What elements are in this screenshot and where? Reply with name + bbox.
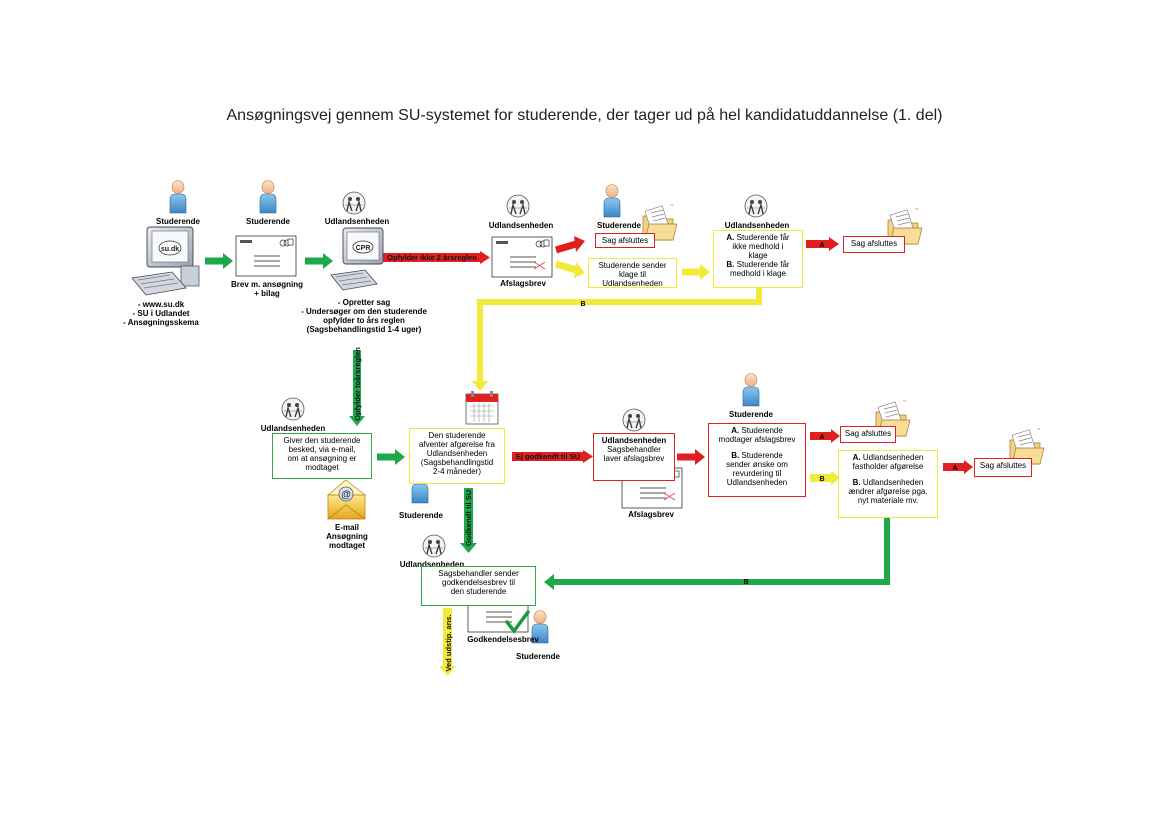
arrow-a-to-sag-afsluttes-2 <box>806 240 830 248</box>
label-a-3: A <box>952 465 957 472</box>
role-label-student-2: Studerende <box>245 217 290 226</box>
role-label-student-5: Studerende <box>398 511 443 520</box>
agency-icon-6 <box>422 534 446 558</box>
student-icon-1 <box>169 180 187 214</box>
role-label-udl-4: Udlandsenheden <box>260 424 326 433</box>
udl-steps: - Opretter sag- Undersøger om den studer… <box>301 298 427 334</box>
student-icon-2 <box>259 180 277 214</box>
label-b-1: B <box>580 301 585 308</box>
arrow-b-back-to-afventer <box>477 288 762 383</box>
agency-icon-3 <box>744 194 768 218</box>
letter-icon-godkendelse <box>467 591 530 634</box>
arrow-b-to-godkendelse <box>552 518 890 585</box>
agency-icon-4 <box>281 397 305 421</box>
arrow-letter-to-udl-head <box>323 253 333 269</box>
arrow-online-to-letter-head <box>223 253 233 269</box>
label-not-2yr: Opfylder ikke 2 årsreglen <box>387 253 477 262</box>
arrow-to-sag-afsluttes-1 <box>554 240 578 254</box>
arrow-not-approved <box>512 452 584 461</box>
cpr-computer-icon: CPR <box>330 227 384 291</box>
label-not-approved: Ej godkendt til SU <box>516 452 580 461</box>
page-title: Ansøgningsvej gennem SU-systemet for stu… <box>226 107 943 124</box>
label-ved-udstip: Ved udstip. ans. <box>444 614 453 671</box>
role-label-udl-1: Udlandsenheden <box>324 217 390 226</box>
godkendelsesbrev-label: Godkendelsesbrev <box>467 635 539 644</box>
arrow-fulfills-2yr-rule <box>353 350 361 418</box>
letter-icon-application <box>235 235 297 277</box>
arrow-approved <box>464 488 473 545</box>
role-label-udl-3: Udlandsenheden <box>724 221 790 230</box>
student-icon-3 <box>603 184 621 218</box>
afslagsbrev-label-1: Afslagsbrev <box>500 279 546 288</box>
label-b-3: B <box>743 579 748 586</box>
afslagsbrev-label-2: Afslagsbrev <box>628 510 674 519</box>
sag-afsluttes-box-4: Sag afsluttes <box>974 458 1032 477</box>
sag-afsluttes-box-2: Sag afsluttes <box>843 236 905 253</box>
calendar-icon <box>465 391 499 425</box>
label-b-2: B <box>819 476 824 483</box>
letter-icon-afslag-2 <box>621 467 683 509</box>
svg-text:@: @ <box>341 490 351 501</box>
arrow-b-to-revurdering <box>810 474 832 482</box>
arrow-a-to-sag-afsluttes-4 <box>943 463 965 471</box>
label-a-2: A <box>819 434 824 441</box>
computer-icon: su.dk <box>131 226 200 296</box>
sag-afsluttes-box-3: Sag afsluttes <box>840 426 896 443</box>
sag-afsluttes-box-1: Sag afsluttes <box>595 233 655 248</box>
letter-icon-afslag-1 <box>491 236 553 278</box>
svg-text:CPR: CPR <box>356 245 371 252</box>
revurdering-result-box: A. Udlandsenheden fastholder afgørelse B… <box>838 450 938 518</box>
arrow-ved-udstip <box>443 608 452 668</box>
agency-icon-1 <box>342 191 366 215</box>
letter-caption: Brev m. ansøgning+ bilag <box>230 280 303 298</box>
role-label-udl-6: Udlandsenheden <box>399 560 465 569</box>
agency-icon-2 <box>506 194 530 218</box>
agency-icon-5 <box>622 408 646 432</box>
online-links: - www.su.dk- SU i Udlandet- Ansøgningssk… <box>123 300 199 327</box>
email-icon: @ <box>327 479 367 520</box>
role-label-udl-2: Udlandsenheden <box>488 221 554 230</box>
student-icon-4 <box>742 373 760 407</box>
arrow-not-2yr-rule <box>382 253 480 262</box>
role-label-student-4: Studerende <box>728 410 773 419</box>
arrow-to-klage <box>554 260 578 274</box>
role-label-student-3: Studerende <box>596 221 641 230</box>
label-fulfills-2yr: Opfylder toårsreglen <box>353 347 362 421</box>
svg-text:su.dk: su.dk <box>161 246 179 253</box>
label-a-1: A <box>819 242 824 249</box>
arrow-a-to-sag-afsluttes-3 <box>810 432 832 440</box>
role-label-student-1: Studerende <box>155 217 200 226</box>
afslag-result-box: A. Studerende modtager afslagsbrev B. St… <box>708 423 806 497</box>
role-label-student-6: Studerende <box>515 652 560 661</box>
label-approved: Godkendt til SU <box>464 490 473 546</box>
